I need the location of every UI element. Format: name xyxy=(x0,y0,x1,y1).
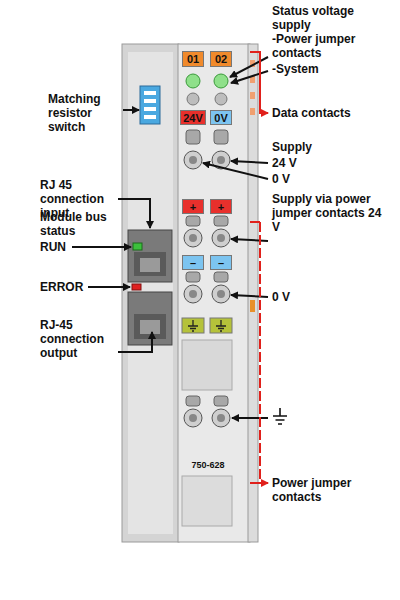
voltage-label: 0 V xyxy=(272,290,396,304)
callout-label: Power jumper contacts xyxy=(272,476,384,504)
led-label: RUN xyxy=(40,240,100,254)
terminal-marker: 01 xyxy=(182,51,204,67)
led-label: ERROR xyxy=(40,280,100,294)
status-label: -Power jumper contacts xyxy=(272,32,396,60)
marker-text: – xyxy=(218,257,224,269)
callout-label: Data contacts xyxy=(272,106,396,120)
voltage-label: 24 V xyxy=(272,156,396,170)
ground-symbol xyxy=(188,320,226,331)
callout-label: Module bus status xyxy=(40,210,120,238)
callout-label: Matching resistor switch xyxy=(48,92,120,134)
status-label: -System xyxy=(272,62,396,76)
terminal-marker: 02 xyxy=(210,51,232,67)
terminal-marker: – xyxy=(182,255,204,270)
part-number: 750-628 xyxy=(183,460,233,471)
terminal-marker: + xyxy=(182,199,204,214)
status-label: Status voltage supply xyxy=(272,4,396,32)
marker-text: 0V xyxy=(214,112,227,124)
voltage-label: 0 V xyxy=(272,172,396,186)
terminal-marker: 0V xyxy=(210,110,232,125)
ground-symbol xyxy=(273,408,287,424)
callout-label: Supply xyxy=(272,140,396,154)
terminal-marker: 24V xyxy=(180,110,206,125)
leader-arrows xyxy=(72,57,268,418)
callout-label: Supply via power jumper contacts 24 V xyxy=(272,192,384,234)
terminal-marker: + xyxy=(210,199,232,214)
bracket xyxy=(250,52,268,483)
marker-text: 24V xyxy=(183,112,203,124)
marker-text: + xyxy=(190,201,196,213)
terminal-marker: – xyxy=(210,255,232,270)
marker-text: + xyxy=(218,201,224,213)
callout-label: RJ-45 connection output xyxy=(40,318,120,360)
marker-text: 02 xyxy=(215,53,227,65)
marker-text: 01 xyxy=(187,53,199,65)
marker-text: – xyxy=(190,257,196,269)
